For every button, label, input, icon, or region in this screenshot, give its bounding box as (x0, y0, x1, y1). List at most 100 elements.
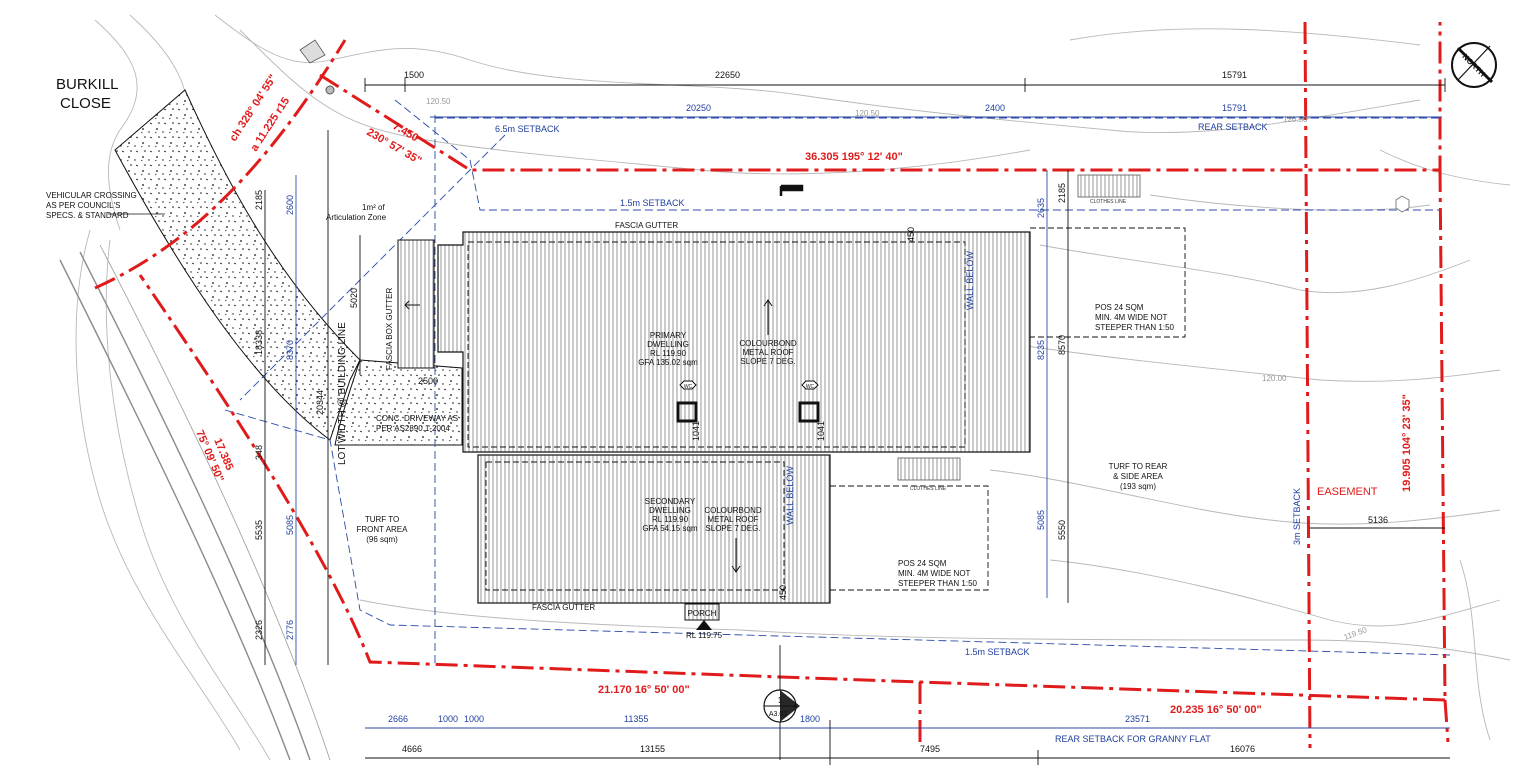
dim-right-2: 2635 (1036, 198, 1046, 218)
fascia-gutter-bottom-label: FASCIA GUTTER (532, 603, 595, 612)
pos-area-top (1030, 227, 1186, 338)
level-2: 120.50 (855, 109, 880, 118)
section-marker (763, 689, 800, 723)
dim-bottom-blue-2: 1000 (438, 714, 458, 724)
section-sheet-ref: A3.03 (769, 711, 787, 718)
primary-label-1: PRIMARY (650, 331, 687, 340)
easement-label: EASEMENT (1317, 486, 1378, 498)
dim-left-blue-3: 5085 (285, 515, 295, 535)
articulation-label-1: 1m² of (362, 203, 385, 212)
wc-label-1: WC (684, 384, 693, 390)
pos-top-1: POS 24 SQM (1095, 303, 1144, 312)
dim-bottom-blue-6: 23571 (1125, 714, 1150, 724)
street-kerb (59, 244, 331, 761)
section-number: 1 (778, 696, 783, 705)
dims-left (264, 130, 361, 665)
primary-wall-below (467, 241, 966, 448)
dim-left-3: 348 (254, 445, 264, 460)
wall-below-label-1: WALL BELOW (965, 251, 975, 310)
dim-2500: 2500 (418, 376, 438, 386)
primary-roof-label-1: COLOURBOND (739, 339, 797, 348)
vehicular-crossing (114, 89, 361, 441)
dims-top (364, 78, 1446, 118)
fascia-box-gutter (397, 239, 435, 369)
secondary-roof-label-3: SLOPE 7 DEG. (705, 524, 760, 533)
turf-front-2: FRONT AREA (357, 525, 409, 534)
dim-450-b: 450 (778, 585, 788, 600)
fascia-box-gutter-label: FASCIA BOX GUTTER (385, 288, 394, 370)
primary-roof-label-2: METAL ROOF (742, 348, 793, 357)
dim-5136: 5136 (1368, 515, 1388, 525)
pos-bottom-2: MIN. 4M WIDE NOT (898, 569, 971, 578)
dim-top-blue-3: 15791 (1222, 103, 1247, 113)
tree-symbol (299, 39, 326, 64)
dim-lot-value: 20344 (315, 390, 325, 415)
dim-right-1: 2185 (1057, 183, 1067, 203)
porch (684, 603, 720, 621)
wc-fixture-1 (676, 380, 698, 423)
dim-left-1: 2185 (254, 190, 264, 210)
dim-5020: 5020 (349, 288, 359, 308)
dim-1041-a: 1041 (691, 421, 701, 441)
secondary-label-3: RL 119.90 (652, 515, 689, 524)
dim-left-2: 18338 (254, 330, 264, 355)
turf-rear-3: (193 sqm) (1120, 482, 1156, 491)
secondary-roof-label-2: METAL ROOF (707, 515, 758, 524)
easement-setback-label: 3m SETBACK (1292, 488, 1302, 545)
street-name-line1: BURKILL (56, 76, 119, 93)
side-setback-bottom-line (224, 409, 1451, 656)
wall-below-label-2: WALL BELOW (785, 466, 795, 525)
dim-right-3: 8235 (1036, 340, 1046, 360)
boundary-rear: 36.305 195° 12' 40" (805, 151, 903, 163)
secondary-label-2: DWELLING (649, 506, 691, 515)
dim-bottom-blue-1: 2666 (388, 714, 408, 724)
dims-bottom (365, 645, 1450, 765)
dim-left-blue-2: 8370 (285, 340, 295, 360)
pos-bottom-3: STEEPER THAN 1:50 (898, 579, 978, 588)
dim-bottom-blue-3: 1000 (464, 714, 484, 724)
dim-bottom-blue-4: 11355 (624, 714, 648, 724)
side-setback-bottom-label: 1.5m SETBACK (965, 647, 1030, 657)
clothes-line-top (1077, 174, 1141, 198)
dim-top-1: 1500 (404, 70, 424, 80)
dim-450-a: 450 (906, 227, 916, 242)
side-setback-top-line (394, 99, 1440, 211)
secondary-dwelling-roof (477, 454, 831, 604)
level-5: 120.50 (1283, 115, 1308, 124)
dim-bottom-2: 13155 (640, 744, 665, 754)
lot-width-label: LOT WIDTH @ BUILDING LINE (337, 322, 348, 465)
dim-right-4: 8570 (1057, 335, 1067, 355)
dim-right-5: 5085 (1036, 510, 1046, 530)
secondary-slope-arrow (731, 538, 741, 573)
primary-dwelling-roof (437, 231, 1031, 453)
dim-left-blue-4: 2776 (285, 620, 295, 640)
easement-line (1303, 21, 1312, 749)
dims-right (1046, 170, 1445, 603)
primary-label-3: RL 119.90 (650, 349, 687, 358)
crossing-label-1: VEHICULAR CROSSING (46, 191, 137, 200)
dim-1041-b: 1041 (816, 421, 826, 441)
level-3: 120.00 (1262, 374, 1287, 383)
dim-bottom-3: 7495 (920, 744, 940, 754)
turf-front-1: TURF TO (365, 515, 399, 524)
hex-symbol (1395, 195, 1410, 213)
front-setback-diagonal (239, 134, 506, 401)
turf-rear-1: TURF TO REAR (1109, 462, 1168, 471)
dim-bottom-4: 16076 (1230, 744, 1255, 754)
turf-rear-2: & SIDE AREA (1113, 472, 1163, 481)
pit-symbol (325, 85, 335, 95)
dim-bottom-1: 4666 (402, 744, 422, 754)
secondary-label-4: GFA 54.15 sqm (642, 524, 697, 533)
pos-bottom-1: POS 24 SQM (898, 559, 947, 568)
secondary-label-1: SECONDARY (645, 497, 696, 506)
pos-area-bottom (830, 485, 989, 591)
articulation-label-2: Articulation Zone (326, 213, 387, 222)
level-1: 120.50 (426, 97, 451, 106)
secondary-wall-below (485, 461, 785, 591)
primary-label-2: DWELLING (647, 340, 689, 349)
fascia-gutter-top-label: FASCIA GUTTER (615, 221, 678, 230)
pos-top-2: MIN. 4M WIDE NOT (1095, 313, 1168, 322)
dim-top-blue-2: 2400 (985, 103, 1005, 113)
primary-slope-arrow (763, 299, 773, 335)
gutter-arrow (404, 300, 420, 310)
